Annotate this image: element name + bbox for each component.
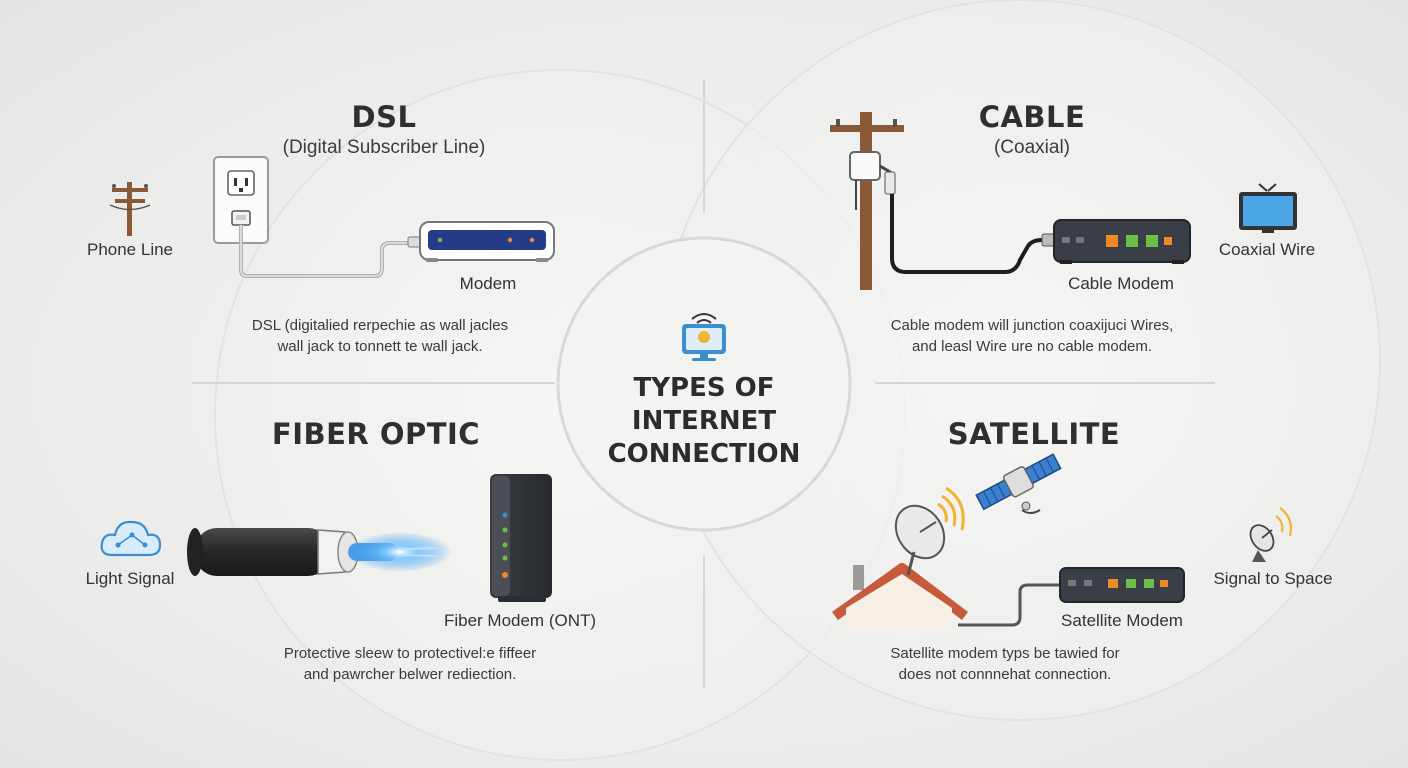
telephone-pole-icon: [109, 182, 151, 236]
modem-icon: [407, 221, 555, 262]
satellite-desc-line1: Satellite modem typs be tawied for: [890, 645, 1120, 662]
cable-modem-icon: [1041, 219, 1191, 264]
cable-title: CABLE: [978, 100, 1086, 134]
dsl-desc-line1: DSL (digitalied rerpechie as wall jacles: [251, 317, 509, 334]
fiber-desc-line1: Protective sleew to protectivel:e fiffee…: [283, 645, 537, 662]
light-signal-label: Light Signal: [85, 569, 175, 588]
house-dish-icon: [832, 486, 969, 630]
fiber-title: FIBER OPTIC: [271, 417, 481, 451]
quadrant-dividers: [192, 80, 1215, 688]
cable-desc-line2: and leasl Wire ure no cable modem.: [911, 338, 1153, 355]
center-title-line1: TYPES OF INTERNET: [631, 373, 777, 436]
fiber-description: Protective sleew to protectivel:e fiffee…: [245, 643, 575, 685]
center-circle: [556, 236, 852, 532]
cable-subtitle: (Coaxial): [993, 137, 1071, 158]
monitor-wifi-icon: [682, 313, 726, 361]
dsl-subtitle: (Digital Subscriber Line): [282, 137, 486, 158]
dsl-desc-line2: wall jack to tonnett te wall jack.: [277, 338, 483, 355]
satellite-icon: [975, 453, 1062, 511]
cable-desc-line1: Cable modem will junction coaxijuci Wire…: [890, 317, 1174, 334]
cloud-network-icon: [100, 520, 162, 557]
satellite-description: Satellite modem typs be tawied for does …: [855, 643, 1155, 685]
phone-line-label: Phone Line: [86, 240, 174, 259]
fiber-cable-icon: [187, 528, 452, 576]
center-title-line2: CONNECTION: [607, 439, 801, 469]
utility-pole-icon: [830, 112, 904, 290]
coax-cable: [890, 194, 1054, 274]
dsl-title: DSL: [351, 100, 417, 134]
modem-label: Modem: [459, 274, 517, 293]
wall-jack-icon: [213, 156, 269, 244]
cable-modem-label: Cable Modem: [1068, 274, 1174, 293]
fiber-desc-line2: and pawrcher belwer rediection.: [303, 666, 517, 683]
dsl-description: DSL (digitalied rerpechie as wall jacles…: [215, 315, 545, 357]
satellite-modem-label: Satellite Modem: [1061, 611, 1183, 630]
cable-description: Cable modem will junction coaxijuci Wire…: [862, 315, 1202, 357]
satellite-cable: [958, 583, 1062, 627]
coaxial-wire-label: Coaxial Wire: [1218, 240, 1316, 259]
tv-icon: [1239, 183, 1297, 233]
satellite-desc-line2: does not connnehat connection.: [898, 666, 1112, 683]
fiber-modem-label: Fiber Modem (ONT): [443, 611, 597, 630]
satellite-title: SATELLITE: [947, 417, 1121, 451]
signal-to-space-label: Signal to Space: [1213, 569, 1333, 588]
satellite-modem-icon: [1059, 567, 1185, 603]
dish-antenna-icon: [1249, 507, 1292, 562]
ont-tower-icon: [490, 474, 552, 602]
center-title: TYPES OF INTERNET CONNECTION: [564, 372, 844, 471]
